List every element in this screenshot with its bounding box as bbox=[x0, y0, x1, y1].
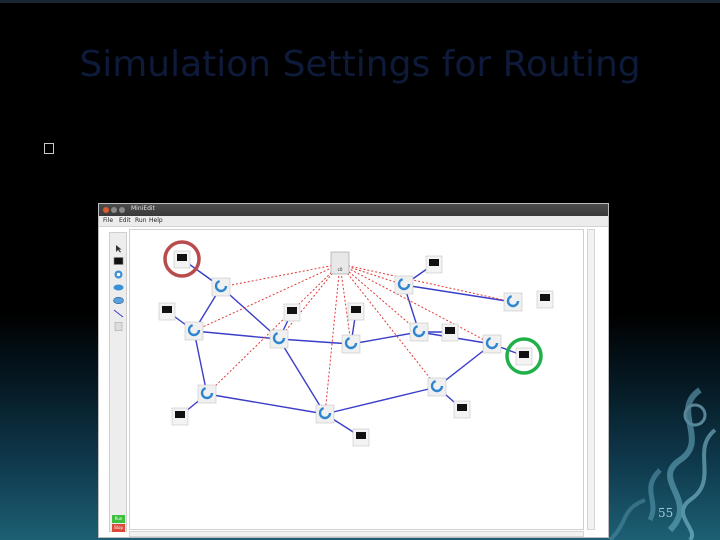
host-icon[interactable] bbox=[441, 323, 459, 342]
controller-tool-icon[interactable] bbox=[113, 316, 124, 331]
data-link[interactable] bbox=[206, 393, 326, 415]
tool-palette: Run Stop bbox=[109, 232, 127, 532]
slide-title: Simulation Settings for Routing bbox=[79, 44, 641, 85]
control-link[interactable] bbox=[220, 263, 341, 288]
host-icon[interactable] bbox=[536, 290, 554, 309]
legacy-switch-tool-icon[interactable] bbox=[113, 277, 124, 291]
host-icon[interactable] bbox=[158, 302, 176, 321]
data-link[interactable] bbox=[193, 330, 208, 395]
host-icon[interactable] bbox=[453, 400, 471, 419]
host-tool-icon[interactable] bbox=[113, 251, 124, 265]
data-link[interactable] bbox=[193, 330, 280, 340]
controller-icon[interactable] bbox=[330, 251, 350, 275]
window-title: MiniEdit bbox=[131, 205, 155, 212]
control-link[interactable] bbox=[324, 263, 341, 415]
menu-run[interactable]: Run bbox=[135, 217, 147, 224]
data-link[interactable] bbox=[220, 286, 280, 340]
horizontal-scrollbar[interactable] bbox=[129, 531, 584, 537]
top-border-line bbox=[0, 0, 720, 3]
host-icon[interactable] bbox=[352, 428, 370, 447]
window-minimize-button[interactable] bbox=[111, 207, 117, 213]
control-link[interactable] bbox=[206, 263, 341, 395]
link-tool-icon[interactable] bbox=[113, 303, 124, 318]
miniedit-window: MiniEdit File Edit Run Help Run Stop bbox=[98, 203, 609, 538]
data-link[interactable] bbox=[324, 386, 438, 415]
switch-icon[interactable] bbox=[341, 334, 361, 354]
host-icon[interactable] bbox=[425, 255, 443, 274]
source-host-highlight bbox=[163, 240, 201, 278]
data-link[interactable] bbox=[403, 284, 514, 303]
router-tool-icon[interactable] bbox=[113, 290, 124, 305]
control-link[interactable] bbox=[339, 263, 514, 303]
control-link[interactable] bbox=[339, 263, 420, 333]
run-button[interactable]: Run bbox=[112, 515, 125, 523]
topology-canvas[interactable] bbox=[129, 229, 584, 530]
switch-icon[interactable] bbox=[427, 377, 447, 397]
host-icon[interactable] bbox=[283, 303, 301, 322]
switch-icon[interactable] bbox=[394, 275, 414, 295]
control-link[interactable] bbox=[278, 263, 341, 340]
menu-bar: File Edit Run Help bbox=[99, 216, 608, 227]
switch-icon[interactable] bbox=[269, 329, 289, 349]
stop-button[interactable]: Stop bbox=[112, 524, 125, 532]
window-close-button[interactable] bbox=[103, 207, 109, 213]
data-link[interactable] bbox=[350, 331, 420, 345]
page-number: 55 bbox=[658, 506, 674, 520]
menu-file[interactable]: File bbox=[103, 217, 114, 224]
control-link[interactable] bbox=[339, 263, 352, 345]
switch-tool-icon[interactable] bbox=[113, 264, 124, 279]
select-tool-icon[interactable] bbox=[113, 238, 124, 253]
controller-label: c0 bbox=[338, 267, 343, 272]
switch-icon[interactable] bbox=[315, 404, 335, 424]
data-link[interactable] bbox=[278, 338, 352, 345]
host-icon[interactable] bbox=[515, 347, 533, 366]
switch-icon[interactable] bbox=[184, 321, 204, 341]
switch-icon[interactable] bbox=[197, 384, 217, 404]
vertical-scrollbar[interactable] bbox=[587, 229, 595, 530]
menu-edit[interactable]: Edit bbox=[119, 217, 131, 224]
host-icon[interactable] bbox=[173, 250, 191, 269]
switch-icon[interactable] bbox=[503, 292, 523, 312]
topology-graph: c0 bbox=[158, 240, 554, 447]
control-link[interactable] bbox=[193, 263, 341, 332]
menu-help[interactable]: Help bbox=[149, 217, 163, 224]
data-link[interactable] bbox=[278, 338, 326, 415]
dragon-decoration bbox=[608, 387, 717, 540]
window-maximize-button[interactable] bbox=[119, 207, 125, 213]
host-icon[interactable] bbox=[347, 302, 365, 321]
switch-icon[interactable] bbox=[482, 334, 502, 354]
control-link[interactable] bbox=[339, 263, 405, 286]
window-titlebar: MiniEdit bbox=[99, 204, 608, 216]
switch-icon[interactable] bbox=[409, 322, 429, 342]
switch-icon[interactable] bbox=[211, 277, 231, 297]
destination-host-highlight bbox=[505, 337, 543, 375]
bullet-glyph bbox=[44, 143, 54, 154]
host-icon[interactable] bbox=[171, 407, 189, 426]
control-link[interactable] bbox=[339, 263, 493, 345]
